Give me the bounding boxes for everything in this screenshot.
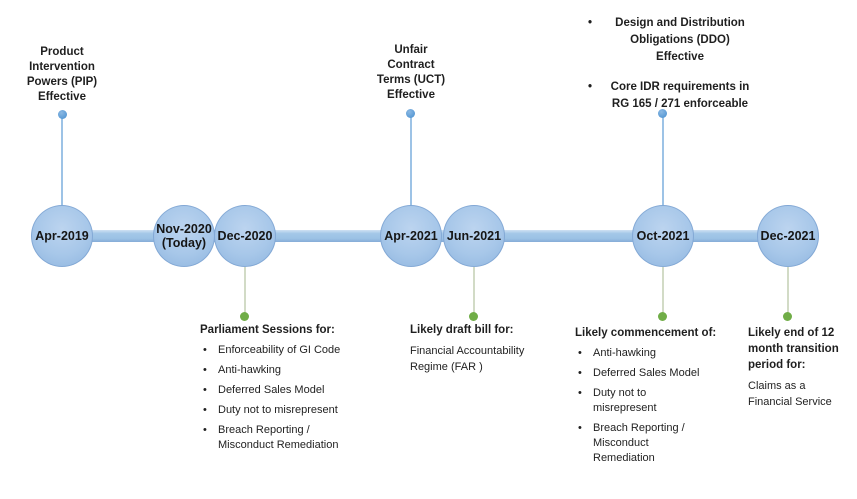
annotation-commencement: Likely commencement of: Anti-hawking Def…: [575, 325, 733, 471]
annotation-heading: Likely draft bill for:: [410, 324, 514, 336]
connector-line-transition-end: [787, 267, 789, 313]
node-label: Oct-2021: [636, 229, 690, 243]
node-label: Apr-2021: [384, 229, 438, 243]
annotation-draft-bill: Likely draft bill for: Financial Account…: [410, 322, 560, 375]
node-label: Jun-2021: [446, 229, 502, 243]
bullet-item: Duty not to misrepresent: [575, 386, 733, 416]
annotation-transition-end: Likely end of 12 month transition period…: [748, 325, 857, 410]
node-label: Dec-2021: [760, 229, 816, 243]
bullet-item: Core IDR requirements in RG 165 / 271 en…: [588, 79, 756, 113]
annotation-ddo-list: Design and Distribution Obligations (DDO…: [588, 15, 756, 126]
connector-dot-draft-bill: [469, 312, 478, 321]
connector-line-commencement: [662, 267, 664, 313]
bullet-list: Anti-hawking Deferred Sales Model Duty n…: [575, 346, 733, 466]
timeline-node-oct-2021: Oct-2021: [632, 205, 694, 267]
timeline-node-dec-2020: Dec-2020: [214, 205, 276, 267]
bullet-item: Breach Reporting / Misconduct Remediatio…: [200, 423, 382, 453]
bullet-item: Duty not to misrepresent: [200, 403, 382, 418]
bullet-item-text: Design and Distribution Obligations (DDO…: [615, 17, 745, 63]
annotation-heading: Parliament Sessions for:: [200, 324, 335, 336]
connector-line-pip: [61, 117, 63, 206]
connector-dot-transition-end: [783, 312, 792, 321]
node-label: Apr-2019: [35, 229, 89, 243]
bullet-list: Enforceability of GI Code Anti-hawking D…: [200, 343, 382, 453]
timeline-node-jun-2021: Jun-2021: [443, 205, 505, 267]
annotation-heading: Likely end of 12 month transition period…: [748, 327, 839, 371]
connector-line-draft-bill: [473, 267, 475, 313]
bullet-item: Enforceability of GI Code: [200, 343, 382, 358]
annotation-body: Claims as a Financial Service: [748, 380, 832, 408]
bullet-item: Design and Distribution Obligations (DDO…: [588, 15, 756, 66]
timeline-node-dec-2021: Dec-2021: [757, 205, 819, 267]
connector-dot-ddo: [658, 109, 667, 118]
node-label: Nov-2020 (Today): [156, 222, 212, 250]
connector-line-uct: [410, 116, 412, 206]
connector-dot-commencement: [658, 312, 667, 321]
connector-dot-uct: [406, 109, 415, 118]
connector-line-parliament: [244, 267, 246, 313]
bullet-item: Deferred Sales Model: [575, 366, 733, 381]
bullet-item-text: Core IDR requirements in RG 165 / 271 en…: [610, 81, 750, 110]
timeline-node-apr-2019: Apr-2019: [31, 205, 93, 267]
bullet-item: Anti-hawking: [200, 363, 382, 378]
bullet-item: Deferred Sales Model: [200, 383, 382, 398]
annotation-parliament: Parliament Sessions for: Enforceability …: [200, 322, 382, 458]
connector-dot-parliament: [240, 312, 249, 321]
annotation-body: Financial Accountability Regime (FAR ): [410, 345, 525, 373]
connector-dot-pip: [58, 110, 67, 119]
bullet-item: Breach Reporting / Misconduct Remediatio…: [575, 421, 733, 466]
connector-line-ddo: [662, 116, 664, 206]
bullet-item: Anti-hawking: [575, 346, 733, 361]
timeline-node-nov-2020-today: Nov-2020 (Today): [153, 205, 215, 267]
timeline-node-apr-2021: Apr-2021: [380, 205, 442, 267]
annotation-pip: Product Intervention Powers (PIP) Effect…: [26, 46, 98, 103]
annotation-heading: Likely commencement of:: [575, 327, 717, 339]
annotation-uct: Unfair Contract Terms (UCT) Effective: [376, 44, 446, 101]
node-label: Dec-2020: [217, 229, 273, 243]
